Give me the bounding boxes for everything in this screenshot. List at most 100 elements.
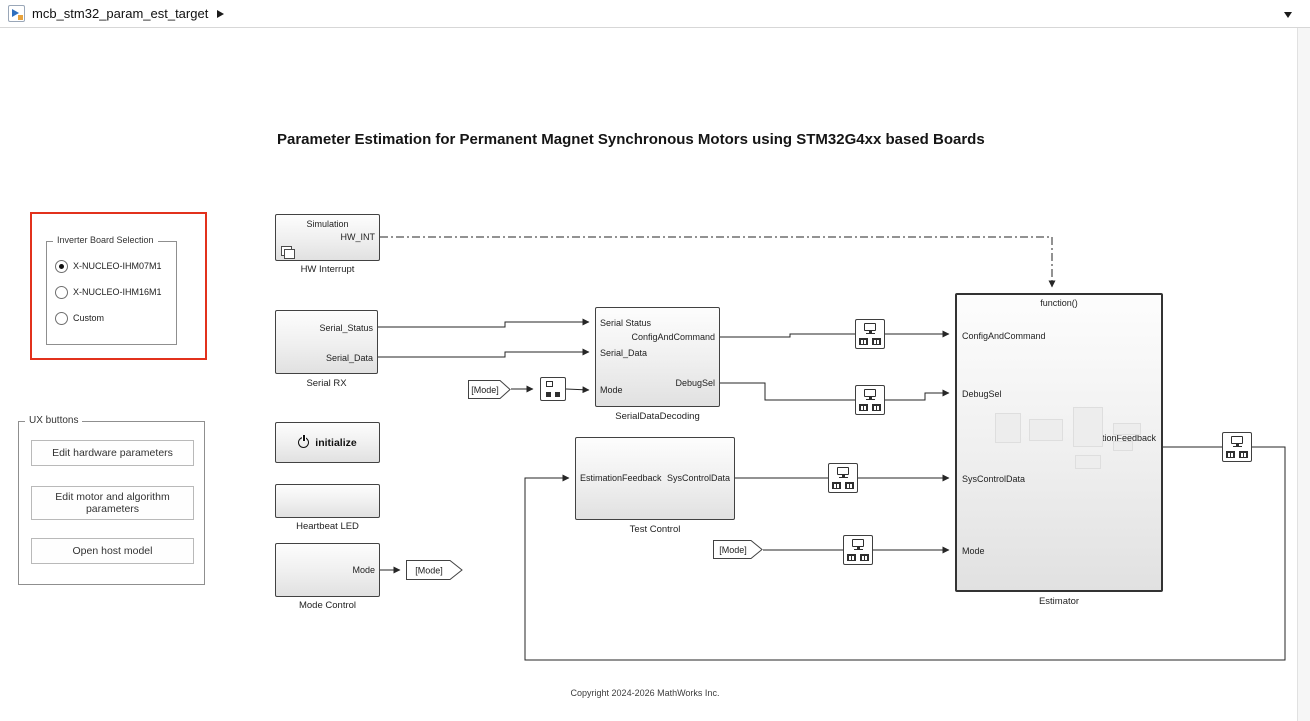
scope-icon: [864, 323, 876, 331]
port-label-debugsel-out: DebugSel: [675, 378, 715, 388]
scope-icon-base: [1233, 446, 1242, 447]
test-control-block-name: Test Control: [629, 524, 681, 535]
estimator-preview-shape: [1113, 441, 1133, 451]
port-label-configandcommand-in: ConfigAndCommand: [962, 331, 1046, 341]
signal-conversion-block[interactable]: [540, 377, 566, 401]
display-grids: [1226, 451, 1248, 458]
radio-label: X-NUCLEO-IHM07M1: [73, 261, 162, 271]
breadcrumb-bar: mcb_stm32_param_est_target: [0, 0, 1310, 28]
port-label-debugsel-in: DebugSel: [962, 389, 1002, 399]
scope-icon-base: [866, 333, 875, 334]
heartbeat-led-block-name: Heartbeat LED: [296, 521, 359, 532]
port-label-syscontroldata-out: SysControlData: [666, 473, 730, 483]
port-label-mode-in: Mode: [600, 385, 623, 395]
port-label-mode-in: Mode: [962, 546, 985, 556]
conversion-icon: [546, 381, 553, 387]
serial-rx-block[interactable]: Serial_Status Serial_Data: [275, 310, 378, 374]
copyright-annotation: Copyright 2024-2026 MathWorks Inc.: [570, 688, 720, 698]
estimator-preview-shape: [1073, 407, 1103, 447]
port-label-serial-data-in: Serial_Data: [600, 348, 648, 358]
radio-option-ihm16m1[interactable]: X-NUCLEO-IHM16M1: [55, 284, 162, 300]
radio-option-custom[interactable]: Custom: [55, 310, 104, 326]
scope-icon: [1231, 436, 1243, 444]
dropdown-arrow-icon[interactable]: [1284, 12, 1292, 18]
radio-icon[interactable]: [55, 311, 68, 325]
hw-interrupt-block-name: HW Interrupt: [300, 264, 355, 275]
red-highlight-annotation[interactable]: [30, 212, 207, 360]
viewer-block-debugsel[interactable]: [855, 385, 885, 415]
from-mode-tag-decoder[interactable]: [Mode]: [468, 380, 511, 399]
estimator-block[interactable]: function() ConfigAndCommand DebugSel Sys…: [955, 293, 1163, 592]
edit-hardware-parameters-button[interactable]: Edit hardware parameters: [31, 440, 194, 466]
simulink-model-icon: [8, 5, 25, 22]
viewer-block-syscontroldata[interactable]: [828, 463, 858, 493]
port-label-estimationfeedback-in: EstimationFeedback: [580, 473, 662, 483]
from-mode-label: [Mode]: [471, 385, 499, 395]
radio-label: X-NUCLEO-IHM16M1: [73, 287, 162, 297]
edit-motor-algorithm-parameters-button[interactable]: Edit motor and algorithm parameters: [31, 486, 194, 520]
radio-option-ihm07m1[interactable]: X-NUCLEO-IHM07M1: [55, 258, 162, 274]
port-label-simulation: Simulation: [306, 219, 349, 229]
viewer-block-estimationfeedback[interactable]: [1222, 432, 1252, 462]
scope-icon-stand: [1236, 444, 1239, 446]
viewer-block-mode[interactable]: [843, 535, 873, 565]
estimator-preview-shape: [1075, 455, 1101, 469]
display-grids: [847, 554, 869, 561]
scope-icon-base: [854, 549, 863, 550]
radio-label: Custom: [73, 313, 105, 323]
estimator-preview-shape: [995, 413, 1021, 443]
scope-icon-stand: [869, 331, 872, 333]
estimator-preview-shape: [1113, 423, 1141, 435]
scope-icon-stand: [857, 547, 860, 549]
wire-conversion-to-mode-input[interactable]: [565, 386, 590, 394]
scope-icon: [837, 467, 849, 475]
wire-serial-status[interactable]: [378, 318, 590, 328]
wire-configandcommand[interactable]: [720, 330, 950, 338]
serial-data-decoding-block[interactable]: Serial Status Serial_Data Mode ConfigAnd…: [595, 307, 720, 407]
serial-rx-block-name: Serial RX: [306, 378, 347, 389]
wire-estimationfeedback-loop[interactable]: [524, 446, 1286, 661]
port-label-syscontroldata-in: SysControlData: [962, 474, 1026, 484]
conversion-icon: [555, 392, 560, 397]
port-label-estimationfeedback-out: EstimationFeedback: [1074, 433, 1156, 443]
power-icon: [298, 434, 310, 448]
radio-icon[interactable]: [55, 285, 68, 299]
wire-serial-data[interactable]: [378, 348, 590, 358]
goto-mode-label: [Mode]: [415, 566, 443, 576]
subsystem-icon: [281, 246, 295, 259]
estimator-preview-shape: [1029, 419, 1063, 441]
serial-data-decoding-block-name: SerialDataDecoding: [615, 411, 700, 422]
from-mode-tag-estimator[interactable]: [Mode]: [713, 540, 763, 559]
mode-control-block[interactable]: Mode: [275, 543, 380, 597]
mode-control-block-name: Mode Control: [298, 600, 357, 611]
inverter-group-title: Inverter Board Selection: [53, 235, 158, 245]
goto-mode-tag[interactable]: [Mode]: [406, 560, 463, 580]
heartbeat-led-block[interactable]: [275, 484, 380, 518]
hw-interrupt-block[interactable]: Simulation HW_INT: [275, 214, 380, 261]
breadcrumb-expand-icon[interactable]: [217, 9, 225, 18]
viewer-block-configandcommand[interactable]: [855, 319, 885, 349]
scope-icon-stand: [842, 475, 845, 477]
display-grids: [859, 404, 881, 411]
scope-icon: [852, 539, 864, 547]
initialize-function-block[interactable]: initialize: [275, 422, 380, 463]
port-label-serial-status-in: Serial Status: [600, 318, 652, 328]
port-label-serial-status-out: Serial_Status: [319, 323, 373, 333]
wire-hw-interrupt-function-call[interactable]: [380, 236, 1056, 288]
breadcrumb-model-name[interactable]: mcb_stm32_param_est_target: [32, 6, 209, 21]
test-control-block[interactable]: EstimationFeedback SysControlData: [575, 437, 735, 520]
port-label-function-trigger: function(): [1040, 298, 1078, 308]
radio-icon[interactable]: [55, 259, 68, 273]
estimator-block-name: Estimator: [1038, 596, 1080, 607]
open-host-model-button[interactable]: Open host model: [31, 538, 194, 564]
scope-icon-base: [866, 399, 875, 400]
scope-icon-base: [839, 477, 848, 478]
wire-debugsel[interactable]: [720, 382, 950, 401]
display-grids: [859, 338, 881, 345]
port-label-configandcommand-out: ConfigAndCommand: [631, 332, 715, 342]
vertical-scrollbar[interactable]: [1297, 28, 1310, 721]
inverter-board-selection-group: Inverter Board Selection X-NUCLEO-IHM07M…: [46, 235, 177, 345]
ux-group-title: UX buttons: [25, 415, 83, 426]
